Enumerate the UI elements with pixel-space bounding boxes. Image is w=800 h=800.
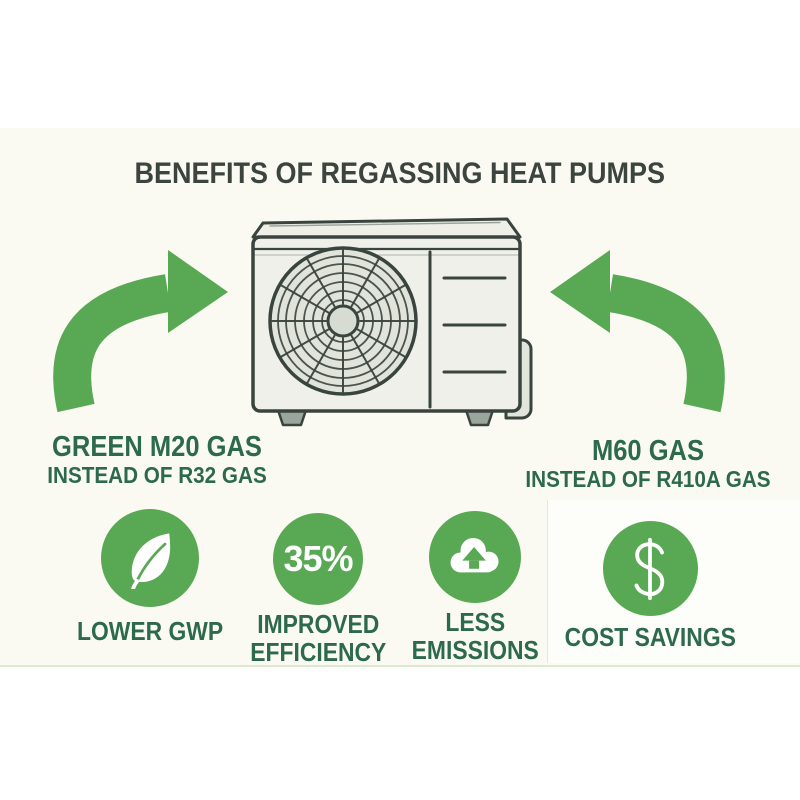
page-title: BENEFITS OF REGASSING HEAT PUMPS bbox=[0, 157, 800, 191]
benefit-cost-savings: COST SAVINGS bbox=[552, 506, 748, 652]
right-gas-line1: M60 GAS bbox=[591, 435, 705, 467]
right-curved-arrow-icon bbox=[550, 250, 725, 413]
right-gas-callout: M60 GAS INSTEAD OF R410A GAS bbox=[496, 435, 800, 493]
heat-pump-unit-illustration bbox=[251, 217, 533, 427]
percent-stat-text: 35% bbox=[283, 538, 353, 579]
left-curved-arrow-icon bbox=[53, 250, 228, 413]
right-gas-line2: INSTEAD OF R410A GAS bbox=[525, 466, 771, 493]
dollar-icon bbox=[602, 521, 698, 616]
benefit-label: LESS EMISSIONS bbox=[403, 607, 547, 665]
benefit-label-line1: LESS bbox=[445, 607, 505, 637]
leaf-icon bbox=[101, 509, 199, 607]
benefit-less-emissions: LESS EMISSIONS bbox=[384, 506, 566, 665]
benefit-label: IMPROVED EFFICIENCY bbox=[241, 609, 396, 667]
benefit-label-line2: EFFICIENCY bbox=[249, 636, 387, 667]
page-title-text: BENEFITS OF REGASSING HEAT PUMPS bbox=[134, 157, 666, 190]
benefit-label: LOWER GWP bbox=[67, 616, 233, 646]
benefit-lower-gwp: LOWER GWP bbox=[58, 506, 242, 646]
benefit-label-line1: LOWER GWP bbox=[76, 616, 224, 646]
benefit-improved-efficiency: 35% IMPROVED EFFICIENCY bbox=[226, 506, 410, 667]
benefit-label-line1: COST SAVINGS bbox=[564, 622, 736, 652]
leaf-glyph bbox=[131, 533, 171, 589]
cloud-arrow-up-glyph bbox=[450, 537, 499, 573]
benefit-label-line1: IMPROVED bbox=[256, 609, 380, 639]
dollar-glyph bbox=[634, 537, 665, 600]
percent-stat-badge: 35% bbox=[273, 513, 363, 605]
benefit-label: COST SAVINGS bbox=[553, 622, 748, 652]
left-gas-callout: GREEN M20 GAS INSTEAD OF R32 GAS bbox=[6, 431, 308, 489]
left-gas-line2: INSTEAD OF R32 GAS bbox=[47, 462, 267, 489]
left-gas-line1: GREEN M20 GAS bbox=[52, 431, 262, 463]
benefit-label-line2: EMISSIONS bbox=[411, 634, 539, 665]
cloud-arrow-up-icon bbox=[429, 511, 521, 603]
